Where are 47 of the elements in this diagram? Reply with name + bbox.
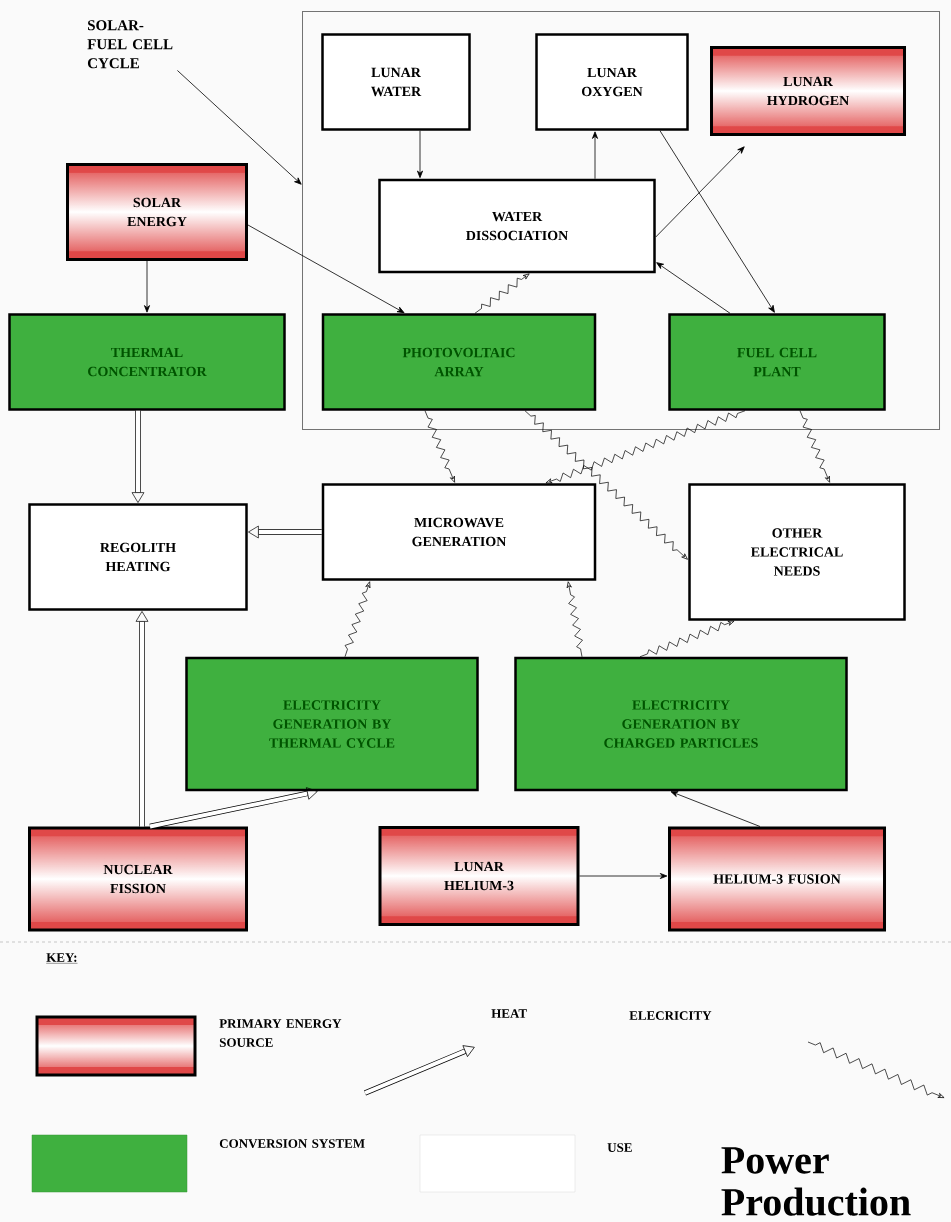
source-box: HELIUM-3 FUSION (668, 826, 886, 932)
heat-arrow (135, 611, 149, 827)
use-box: REGOLITH HEATING (28, 503, 248, 611)
source-box: LUNAR HYDROGEN (710, 46, 906, 136)
heat-arrow (149, 787, 318, 830)
electricity-bolt (344, 581, 371, 658)
legend-text: CONVERSION SYSTEM (219, 1139, 365, 1148)
cycle-label: SOLAR-FUEL CELL CYCLE (87, 20, 173, 69)
electricity-bolt (524, 410, 688, 560)
title: Power Production (721, 1147, 911, 1216)
conversion-box: ELECTRICITY GENERATION BY CHARGED PARTICLES (514, 656, 848, 792)
source-box: NUCLEAR FISSION (28, 826, 248, 932)
use-box: LUNAR WATER (321, 33, 471, 131)
arrow (659, 130, 775, 313)
cycle-frame (302, 11, 940, 430)
arrow (592, 131, 598, 180)
legend-text: PRIMARY ENERGY SOURCE (219, 1019, 342, 1047)
heat-arrow (248, 525, 322, 539)
use-box: MICROWAVE GENERATION (321, 483, 597, 581)
arrow (417, 130, 423, 179)
electricity-bolt (799, 410, 830, 483)
heat-arrow (131, 410, 145, 503)
use-box: WATER DISSOCIATION (378, 178, 656, 274)
legend-text: ELECRICITY (629, 1011, 712, 1020)
electricity-bolt (639, 620, 735, 658)
conversion-box: THERMAL CONCENTRATOR (8, 313, 286, 411)
arrow (144, 260, 150, 313)
arrow (670, 791, 761, 827)
source-box: LUNAR HELIUM-3 (378, 826, 580, 926)
arrow (656, 262, 731, 314)
conversion-box: PHOTOVOLTAIC ARRAY (321, 313, 597, 411)
legend-text: HEAT (491, 1009, 527, 1018)
arrow (655, 146, 745, 238)
use-box: LUNAR OXYGEN (535, 33, 689, 131)
conversion-box: ELECTRICITY GENERATION BY THERMAL CYCLE (185, 656, 479, 792)
electricity-bolt (424, 410, 455, 483)
key-heading: KEY: (46, 953, 78, 964)
electricity-bolt (545, 410, 746, 484)
arrow (177, 70, 302, 185)
arrow (247, 224, 405, 314)
electricity-bolt (474, 273, 530, 314)
legend-text: USE (607, 1143, 632, 1152)
use-box: OTHER ELECTRICAL NEEDS (688, 483, 906, 621)
source-box: SOLAR ENERGY (66, 163, 248, 261)
electricity-bolt (566, 581, 583, 658)
arrow (579, 873, 668, 879)
conversion-box: FUEL CELL PLANT (668, 313, 886, 411)
